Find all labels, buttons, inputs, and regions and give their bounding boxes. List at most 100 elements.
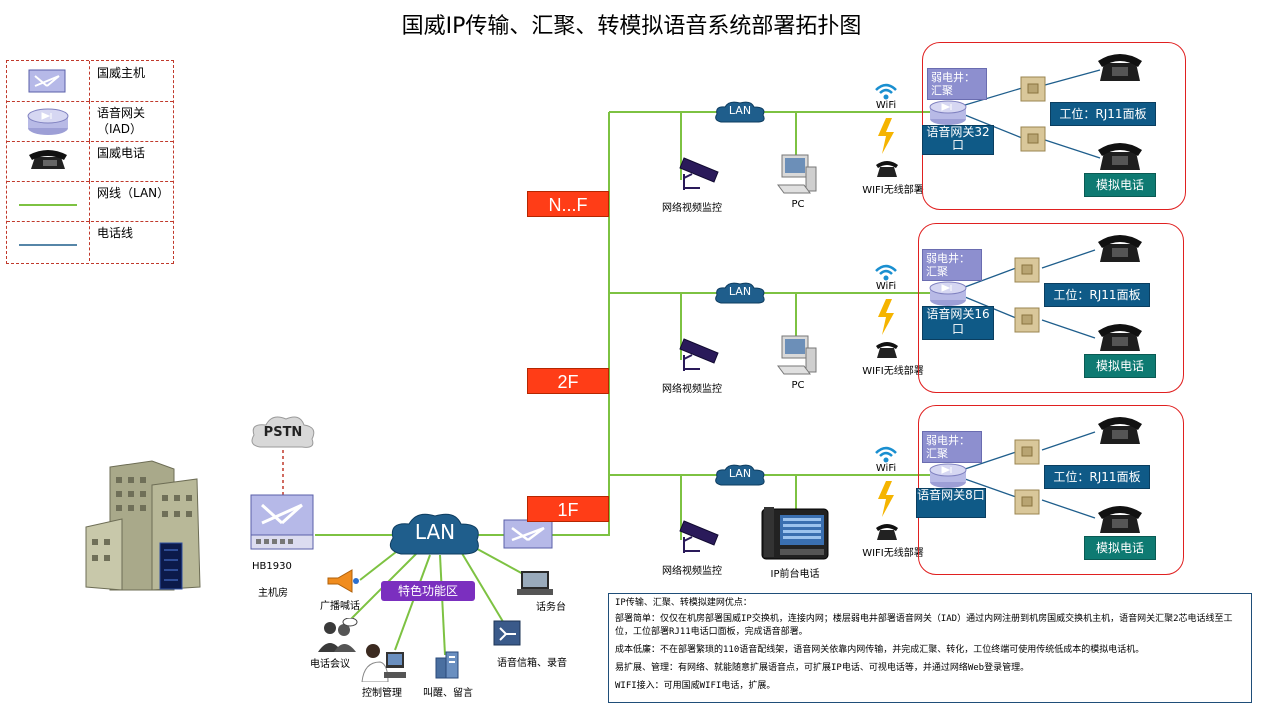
feature-zone-badge: 特色功能区 [381, 581, 475, 601]
wifi-label: WiFi [875, 463, 897, 474]
lan-cloud-icon [715, 282, 765, 304]
lan-cloud-icon [389, 513, 479, 555]
phone-line-icon [19, 244, 77, 246]
camera-label: 网络视频监控 [662, 203, 722, 214]
conference-icon[interactable] [316, 618, 360, 654]
wakeup-icon[interactable] [432, 650, 462, 680]
pc-icon[interactable] [776, 334, 820, 378]
core-lan-label: LAN [414, 520, 456, 544]
feature-label: 话务台 [536, 602, 566, 613]
rj11-panel-tag: 工位：RJ11面板 [1044, 465, 1150, 489]
feature-label: 叫醒、留言 [423, 688, 473, 699]
wifi-label: WiFi [875, 100, 897, 111]
page-title: 国威IP传输、汇聚、转模拟语音系统部署拓扑图 [401, 14, 862, 39]
lan-cloud-icon [715, 464, 765, 486]
console-icon[interactable] [515, 569, 555, 597]
legend: 国威主机 语音网关（IAD） 国威电话 网线（LAN [6, 60, 174, 264]
legend-label: 国威主机 [97, 66, 146, 80]
wifi-phone-icon[interactable] [874, 520, 900, 542]
switch-host-icon [28, 69, 66, 93]
wifi-icon [875, 446, 897, 463]
floor-lan-label: LAN [728, 467, 752, 480]
telephone-icon[interactable] [1096, 317, 1144, 353]
machine-room-label: 主机房 [258, 588, 288, 599]
wifi-icon [875, 264, 897, 281]
floor-badge: N...F [527, 191, 609, 217]
notes-item: 成本低廉：不在部署繁琐的110语音配线架，语音网关依靠内网传输，并完成汇聚、转化… [615, 645, 1145, 655]
weak-current-well-tag: 弱电井：汇聚 [922, 249, 982, 281]
legend-row: 国威电话 [7, 141, 173, 182]
analog-phone-tag: 模拟电话 [1084, 173, 1156, 197]
camera-label: 网络视频监控 [662, 566, 722, 577]
rj11-panel-icon [1014, 307, 1040, 333]
pc-icon[interactable] [776, 153, 820, 197]
weak-current-well-tag: 弱电井：汇聚 [927, 68, 987, 100]
lan-line-icon [19, 204, 77, 206]
iad-gateway-icon[interactable] [928, 278, 972, 308]
rj11-panel-tag: 工位：RJ11面板 [1044, 283, 1150, 307]
iad-gateway-icon[interactable] [928, 97, 972, 127]
camera-icon[interactable] [678, 152, 722, 192]
rj11-panel-icon [1014, 489, 1040, 515]
camera-label: 网络视频监控 [662, 384, 722, 395]
advantages-notes: IP传输、汇聚、转模拟建网优点： 部署简单：仅仅在机房部署国威IP交换机，连接内… [608, 593, 1252, 703]
legend-label: 语音网关（IAD） [97, 106, 146, 136]
telephone-icon [29, 150, 67, 169]
voicemail-icon[interactable] [492, 618, 522, 648]
wifi-phone-icon[interactable] [874, 338, 900, 360]
floor-lan-label: LAN [728, 104, 752, 117]
wifi-phone-icon[interactable] [874, 157, 900, 179]
access-switch-icon[interactable] [502, 516, 554, 552]
rj11-panel-icon [1014, 257, 1040, 283]
broadcast-icon[interactable] [322, 566, 362, 596]
wifi-icon [875, 83, 897, 100]
lightning-icon [878, 299, 894, 335]
wifi-phone-label: WIFI无线部署 [862, 366, 924, 377]
wifi-phone-label: WIFI无线部署 [862, 185, 924, 196]
iad-gateway-icon[interactable] [928, 460, 972, 490]
gateway-port-tag: 语音网关16口 [922, 306, 994, 340]
lan-cloud-icon [715, 101, 765, 123]
telephone-icon[interactable] [1096, 499, 1144, 535]
terminal-label: IP前台电话 [770, 569, 820, 580]
legend-label: 国威电话 [97, 146, 146, 160]
notes-item: WIFI接入：可用国威WIFI电话，扩展。 [615, 681, 776, 691]
telephone-icon[interactable] [1096, 228, 1144, 264]
legend-label: 电话线 [97, 226, 134, 240]
notes-item: 易扩展、管理：有网络、就能随意扩展语音点，可扩展IP电话、可视电话等，并通过网络… [615, 663, 1030, 673]
lightning-icon [878, 118, 894, 154]
telephone-icon[interactable] [1096, 47, 1144, 83]
telephone-icon[interactable] [1096, 410, 1144, 446]
camera-icon[interactable] [678, 515, 722, 555]
host-model-label: HB1930 [252, 561, 292, 572]
camera-icon[interactable] [678, 333, 722, 373]
feature-label: 控制管理 [362, 688, 402, 699]
floor-badge: 2F [527, 368, 609, 394]
rj11-panel-icon [1020, 126, 1046, 152]
analog-phone-tag: 模拟电话 [1084, 354, 1156, 378]
rj11-panel-icon [1020, 76, 1046, 102]
notes-item: 部署简单：仅仅在机房部署国威IP交换机，连接内网；楼层弱电井部署语音网关（IAD… [615, 614, 1233, 637]
wifi-phone-label: WIFI无线部署 [862, 548, 924, 559]
feature-label: 广播喊话 [320, 601, 360, 612]
legend-row: 网线（LAN） [7, 181, 173, 222]
pstn-label: PSTN [263, 425, 303, 440]
telephone-icon[interactable] [1096, 136, 1144, 172]
notes-heading: IP传输、汇聚、转模拟建网优点： [615, 598, 752, 608]
feature-label: 语音信箱、录音 [497, 658, 567, 669]
gateway-port-tag: 语音网关8口 [916, 488, 986, 518]
terminal-label: PC [791, 199, 805, 210]
ip-desk-phone-icon[interactable] [760, 505, 830, 563]
building-icon [85, 460, 201, 591]
iad-gateway-icon [27, 108, 69, 135]
legend-row: 国威主机 [7, 61, 173, 102]
analog-phone-tag: 模拟电话 [1084, 536, 1156, 560]
legend-row: 电话线 [7, 221, 173, 261]
floor-gateway-zone [918, 223, 1184, 393]
rj11-panel-tag: 工位：RJ11面板 [1050, 102, 1156, 126]
operator-icon[interactable] [360, 642, 406, 682]
switch-host-icon[interactable] [248, 493, 318, 553]
rj11-panel-icon [1014, 439, 1040, 465]
feature-label: 电话会议 [310, 659, 350, 670]
